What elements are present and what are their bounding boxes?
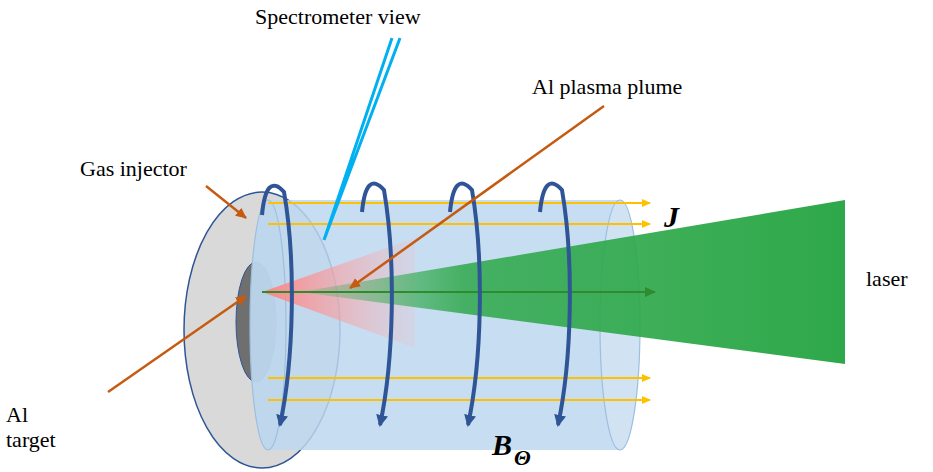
field-arrows xyxy=(262,184,570,425)
part-label: Al target xyxy=(6,402,76,453)
spectrometer-view xyxy=(324,38,400,240)
part-label: Gas injector xyxy=(80,156,187,181)
view-label: Spectrometer view xyxy=(255,4,421,29)
laser-label: laser xyxy=(866,266,908,291)
field-symbol: B xyxy=(492,428,512,463)
laser-beam xyxy=(300,200,845,364)
current-symbol: J xyxy=(664,200,679,235)
laser-axis xyxy=(262,291,655,293)
part-label: Al plasma plume xyxy=(532,74,682,99)
leader-lines xyxy=(108,106,604,392)
field-subscript: Θ xyxy=(514,445,531,470)
